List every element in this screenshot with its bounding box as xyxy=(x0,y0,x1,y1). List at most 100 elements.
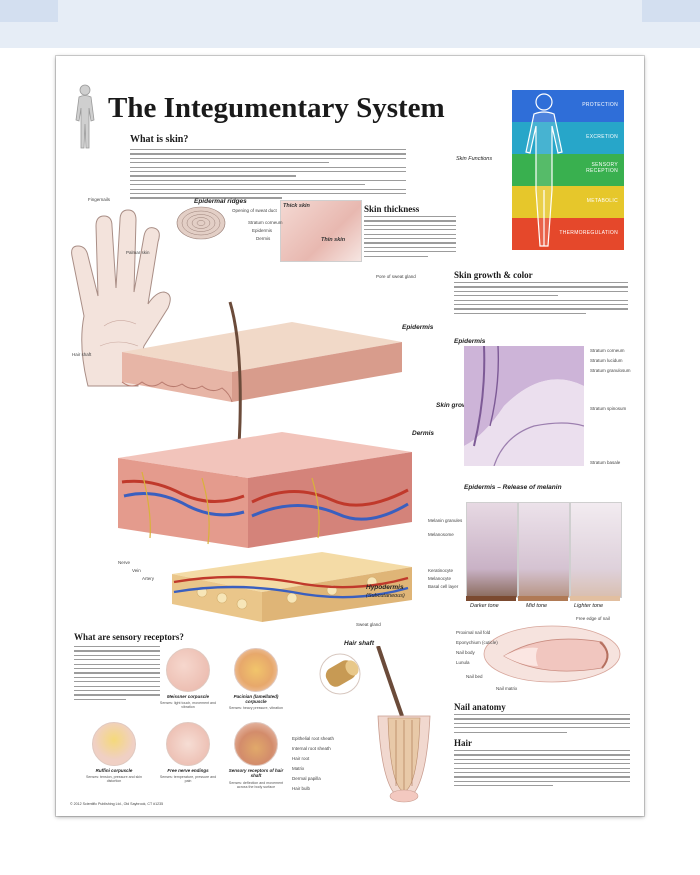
thickness-inset: Thick skin Thin skin xyxy=(280,200,362,262)
ruffini-caption: Ruffini corpuscle xyxy=(95,768,133,773)
ruffini-corpuscle-image xyxy=(92,722,136,766)
thickness-layer-2: Dermis xyxy=(256,236,271,241)
hypodermis-sub-label: (Subcutaneous) xyxy=(366,593,405,599)
skin-growth-label: Skin growth xyxy=(436,402,474,409)
function-band-sensory xyxy=(512,154,624,186)
melanin-panel-light xyxy=(570,502,622,598)
hair-follicle-illustration xyxy=(319,646,431,803)
background-band xyxy=(0,0,700,48)
hair-shaft-title: Hair shaft xyxy=(344,640,374,647)
ruffini-desc: Senses: tension, pressure and skin disto… xyxy=(86,775,142,783)
meissner-caption: Meissner corpuscle xyxy=(166,694,210,699)
hand-illustration xyxy=(71,209,171,387)
artery-label: Artery xyxy=(142,576,155,581)
hair-label-1: Internal root sheath xyxy=(292,746,331,751)
hair-label-2: Hair root xyxy=(292,756,310,761)
sweat-gland-label: Sweat gland xyxy=(356,622,381,627)
dermis-label: Dermis xyxy=(412,430,435,437)
nail-label-1: Eponychium (cuticle) xyxy=(456,640,498,645)
skin-cross-section-illustration xyxy=(118,301,412,622)
free-nerve-caption: Free nerve endings xyxy=(167,768,209,773)
fingerprint-illustration xyxy=(176,206,226,240)
nerve-label: Nerve xyxy=(118,560,131,565)
skin-growth-illustration xyxy=(464,346,584,466)
melanin-panel-mid xyxy=(518,502,570,598)
thin-skin-label: Thin skin xyxy=(321,237,346,243)
anatomy-poster: The Integumentary System What is skin? P… xyxy=(56,56,644,816)
pacinian-corpuscle-image xyxy=(234,648,278,692)
fingernails-label: Fingernails xyxy=(88,197,111,202)
nail-label-5: Free edge of nail xyxy=(576,616,610,621)
hair-label-5: Hair bulb xyxy=(292,786,311,791)
nail-label-6: Nail matrix xyxy=(496,686,518,691)
stratum-label-0: Stratum corneum xyxy=(590,348,625,353)
skin-growth-text xyxy=(454,282,628,317)
epidermis-label: Epidermis xyxy=(402,324,434,331)
melanin-label-0: Melanin granules xyxy=(428,518,463,523)
epidermal-ridges-label: Epidermal ridges xyxy=(194,198,247,205)
nail-anatomy-text xyxy=(454,714,630,736)
dark-tone-swatch xyxy=(466,596,516,601)
hair-receptor-desc: Senses: deflection and movement across t… xyxy=(228,781,284,789)
hair-receptor-caption: Sensory receptors of hair shaft xyxy=(228,768,284,778)
hair-text xyxy=(454,750,630,790)
background-tab-right xyxy=(642,0,700,22)
pacinian-desc: Senses: heavy pressure, vibration xyxy=(228,706,284,710)
credits: © 2012 Scientific Publishing Ltd., Old S… xyxy=(70,802,164,806)
hair-shaft-label: Hair shaft xyxy=(72,352,92,357)
sensory-receptors-text xyxy=(74,646,160,703)
what-is-skin-heading: What is skin? xyxy=(130,134,189,145)
nail-label-3: Lunula xyxy=(456,660,470,665)
mid-tone-swatch xyxy=(518,596,568,601)
thickness-layer-1: Epidermis xyxy=(252,228,273,233)
nail-label-2: Nail body xyxy=(456,650,475,655)
function-band-protection xyxy=(512,90,624,122)
nail-illustration xyxy=(483,625,621,683)
dark-tone-label: Darker tone xyxy=(470,603,499,609)
vein-label: Vein xyxy=(132,568,141,573)
what-is-skin-text xyxy=(130,149,406,202)
free-nerve-endings-image xyxy=(166,722,210,766)
hair-heading: Hair xyxy=(454,738,472,748)
stratum-label-1: Stratum lucidum xyxy=(590,358,623,363)
skin-functions-panel: PROTECTION EXCRETION SENSORY RECEPTION M… xyxy=(512,90,624,250)
nail-label-0: Proximal nail fold xyxy=(456,630,491,635)
sensory-receptors-heading: What are sensory receptors? xyxy=(74,632,184,642)
hair-label-3: Matrix xyxy=(292,766,305,771)
function-label-protection: PROTECTION xyxy=(582,102,618,108)
meissner-desc: Senses: light touch, movement and vibrat… xyxy=(159,701,217,709)
skin-functions-label: Skin Functions xyxy=(456,156,493,162)
human-silhouette-icon xyxy=(75,84,95,149)
light-tone-label: Lighter tone xyxy=(574,603,604,609)
stratum-label-2: Stratum granulosum xyxy=(590,368,631,373)
opening-sweat-duct-label: Opening of sweat duct xyxy=(232,208,277,213)
skin-growth-heading: Skin growth & color xyxy=(454,270,533,280)
mid-tone-label: Mid tone xyxy=(526,603,548,609)
palmar-skin-label: Palmar skin xyxy=(126,250,150,255)
stratum-label-3: Stratum spinosum xyxy=(590,406,627,411)
skin-thickness-text xyxy=(364,216,456,260)
hair-label-0: Epithelial root sheath xyxy=(292,736,335,741)
background-tab-left xyxy=(0,0,58,22)
stratum-label-4: Stratum basale xyxy=(590,460,621,465)
function-label-metabolic: METABOLIC xyxy=(586,198,618,204)
function-label-sensory: SENSORY RECEPTION xyxy=(586,162,618,174)
melanin-label-3: Melanocyte xyxy=(428,576,452,581)
melanin-label-4: Basal cell layer xyxy=(428,584,459,589)
hypodermis-label: Hypodermis xyxy=(366,584,404,591)
pore-label: Pore of sweat gland xyxy=(376,274,416,279)
function-label-excretion: EXCRETION xyxy=(586,134,618,140)
free-nerve-desc: Senses: temperature, pressure and pain xyxy=(159,775,217,783)
meissner-corpuscle-image xyxy=(166,648,210,692)
thick-skin-label: Thick skin xyxy=(283,203,310,209)
melanin-title: Epidermis – Release of melanin xyxy=(464,484,562,491)
poster-title: The Integumentary System xyxy=(108,92,445,124)
nail-anatomy-heading: Nail anatomy xyxy=(454,702,506,712)
hair-receptor-image xyxy=(234,722,278,766)
pacinian-caption: Pacinian (lamellated) corpuscle xyxy=(233,694,279,704)
melanin-label-2: Keratinocyte xyxy=(428,568,454,573)
light-tone-swatch xyxy=(570,596,620,601)
skin-thickness-heading: Skin thickness xyxy=(364,204,420,214)
body-outline-icon xyxy=(525,93,563,247)
function-band-metabolic xyxy=(512,186,624,218)
